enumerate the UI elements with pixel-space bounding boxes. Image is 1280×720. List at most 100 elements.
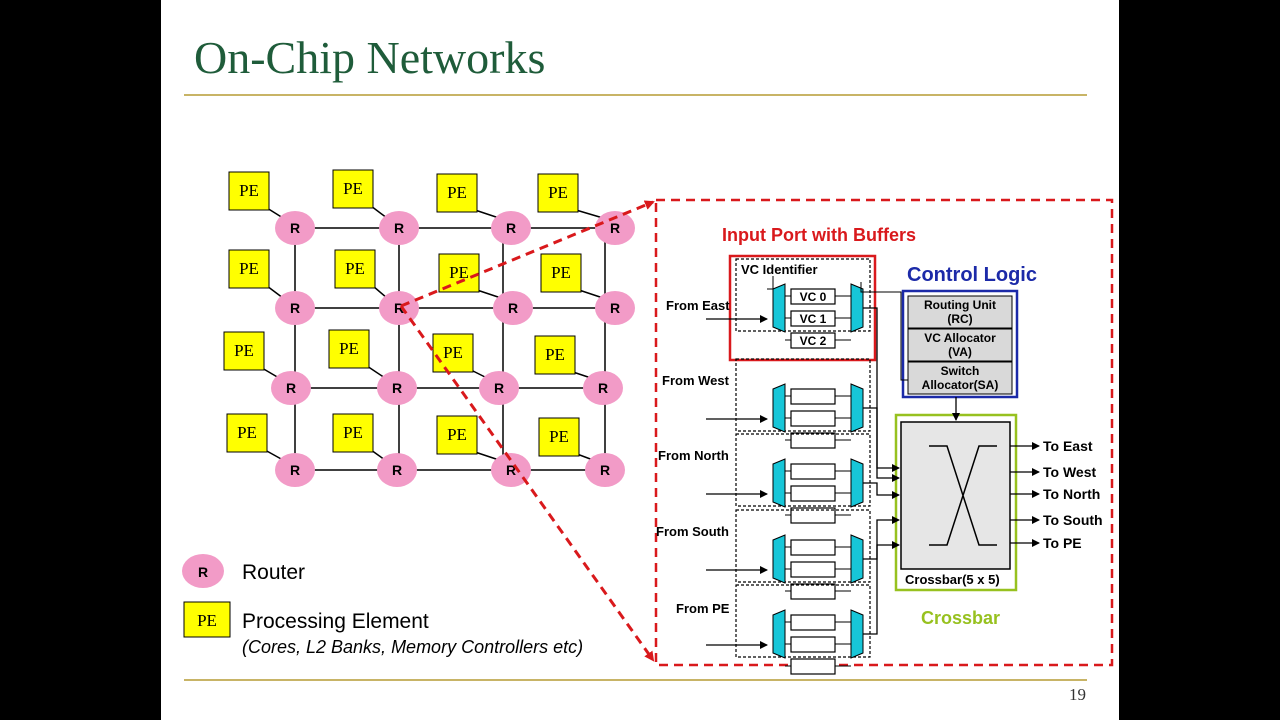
pe-label: PE: [449, 263, 469, 282]
processing-element: [540, 253, 582, 293]
slide-canvas: On-Chip Networks 19 PERPERPERPERPERPERPE…: [182, 32, 1114, 704]
output-label: To PE: [1043, 535, 1082, 551]
pe-label: PE: [345, 259, 365, 278]
router-label: R: [290, 300, 300, 316]
processing-element: [228, 171, 270, 211]
router-node: [491, 211, 531, 245]
control-unit-line1: VC Allocator: [924, 331, 996, 345]
processing-element: [223, 331, 265, 371]
router-node: [479, 371, 519, 405]
control-unit: [907, 361, 1013, 395]
pe-label: PE: [239, 259, 259, 278]
processing-element: [534, 335, 576, 375]
vc-buffer: [790, 636, 836, 653]
crossbar-label: Crossbar(5 x 5): [905, 572, 1000, 587]
pe-router-link: [370, 205, 388, 219]
processing-element: [436, 415, 478, 455]
router-node: [275, 291, 315, 325]
router-label: R: [506, 462, 516, 478]
crossbar-input-link: [863, 307, 900, 472]
pe-router-link: [266, 207, 284, 219]
control-unit-line1: Routing Unit: [924, 298, 996, 312]
input-port-title: Input Port with Buffers: [722, 225, 916, 245]
pe-label: PE: [237, 423, 257, 442]
legend-pe-symbol-label: PE: [197, 611, 217, 630]
control-unit: [907, 328, 1013, 362]
legend-pe-text: Processing Element: [242, 610, 429, 633]
control-logic-title: Control Logic: [907, 264, 1037, 286]
router-label: R: [508, 300, 518, 316]
router-label: R: [494, 380, 504, 396]
output-mux: [850, 383, 864, 433]
crossbar-switch: [900, 421, 1011, 570]
router-label: R: [286, 380, 296, 396]
pe-router-link: [578, 289, 604, 299]
pe-label: PE: [545, 345, 565, 364]
router-node: [379, 211, 419, 245]
input-label: From North: [658, 448, 729, 463]
output-label: To North: [1043, 486, 1100, 502]
vc-buffer: [790, 658, 836, 675]
processing-element: [432, 333, 474, 373]
legend-pe-subtext: (Cores, L2 Banks, Memory Controllers etc…: [242, 637, 583, 657]
vc-buffer: [790, 463, 836, 480]
vc-buffer: [790, 583, 836, 600]
processing-element: [332, 169, 374, 209]
input-port: [735, 258, 871, 332]
input-port: [735, 509, 871, 583]
router-detail-frame: [654, 198, 1114, 667]
router-label: R: [600, 462, 610, 478]
processing-element: [538, 417, 580, 457]
processing-element: [226, 413, 268, 453]
pe-label: PE: [339, 339, 359, 358]
pe-label: PE: [447, 425, 467, 444]
input-demux: [772, 534, 786, 584]
crossbar-cross: [929, 445, 997, 546]
router-node: [275, 453, 315, 487]
input-demux: [772, 383, 786, 433]
vc-buffer: [790, 432, 836, 449]
processing-element: [228, 249, 270, 289]
processing-element: [334, 249, 376, 289]
control-unit-line1: Switch: [941, 364, 980, 378]
router-label: R: [610, 220, 620, 236]
router-label: R: [394, 300, 404, 316]
pe-router-link: [474, 451, 500, 461]
processing-element: [438, 253, 480, 293]
pe-label: PE: [343, 179, 363, 198]
vc-buffer: [790, 388, 836, 405]
pe-label: PE: [343, 423, 363, 442]
legend-router-text: Router: [242, 561, 305, 584]
zoom-arrow-bottom: [399, 305, 655, 662]
router-label: R: [506, 220, 516, 236]
router-node: [595, 291, 635, 325]
vc-label: VC 0: [800, 290, 827, 304]
pe-router-link: [264, 449, 284, 461]
processing-element: [436, 173, 478, 213]
crossbar-title: Crossbar: [921, 608, 1000, 628]
pe-label: PE: [239, 181, 259, 200]
router-node: [271, 371, 311, 405]
processing-element: [537, 173, 579, 213]
vc-identifier-label: VC Identifier: [741, 262, 818, 277]
control-logic-frame: [901, 289, 1019, 399]
control-unit-line2: (VA): [948, 345, 972, 359]
input-port: [735, 433, 871, 507]
mesh-network: PERPERPERPERPERPERPERPERPERPERPERPERPERP…: [223, 169, 635, 487]
legend-pe-symbol: [183, 601, 231, 638]
vc-id-to-control: [860, 282, 909, 381]
input-port: [735, 358, 871, 432]
output-label: To East: [1043, 438, 1093, 454]
vc-label: VC 2: [800, 334, 827, 348]
router-label: R: [290, 220, 300, 236]
router-node: [379, 291, 419, 325]
vc-buffer: [790, 614, 836, 631]
output-label: To South: [1043, 512, 1103, 528]
pe-label: PE: [234, 341, 254, 360]
router-label: R: [392, 380, 402, 396]
router-node: [583, 371, 623, 405]
pe-router-link: [266, 285, 284, 299]
control-unit-line2: (RC): [947, 312, 972, 326]
router-label: R: [610, 300, 620, 316]
